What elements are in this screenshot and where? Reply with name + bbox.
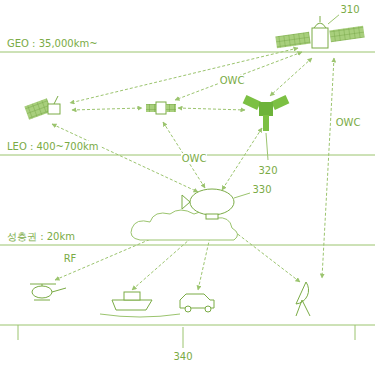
- ship: [100, 292, 180, 317]
- haps-airship: [182, 189, 250, 219]
- cloud: [131, 210, 238, 240]
- callout-number: 340: [172, 351, 193, 362]
- leo-satellite: [146, 102, 176, 114]
- isl-link: [72, 108, 142, 110]
- ground-line: [0, 325, 375, 326]
- callout-number: 310: [339, 4, 360, 15]
- owc-link: [270, 58, 312, 96]
- owc-link: [175, 52, 302, 100]
- green-satellite: [243, 95, 290, 160]
- owc-link: [52, 124, 198, 192]
- link-label: OWC: [219, 75, 246, 86]
- link-label: RF: [63, 253, 78, 264]
- ground-station-dish: [296, 282, 310, 316]
- altitude-label: 성층권 : 20km: [6, 231, 76, 242]
- isl-link: [178, 108, 245, 110]
- link-label: OWC: [181, 153, 208, 164]
- altitude-lines: [0, 52, 375, 348]
- callout-number: 330: [251, 184, 272, 195]
- link-label: OWC: [335, 117, 362, 128]
- helicopter: [30, 284, 66, 300]
- owc-link: [222, 128, 262, 190]
- altitude-label: LEO : 400~700km: [6, 141, 100, 152]
- altitude-label: GEO : 35,000km~: [6, 38, 99, 49]
- ground-tick: [18, 325, 19, 340]
- link-arrows: [52, 48, 334, 290]
- leo-satellite: [24, 96, 60, 120]
- geo-line: [0, 52, 375, 53]
- stratosphere-line: [0, 245, 375, 246]
- owc-link: [70, 48, 298, 103]
- callout-number: 320: [257, 165, 278, 176]
- owc-link: [322, 58, 334, 278]
- geo-satellite: [275, 14, 364, 48]
- ground-tick: [355, 325, 356, 340]
- leader-line: [183, 327, 184, 348]
- car: [180, 294, 214, 312]
